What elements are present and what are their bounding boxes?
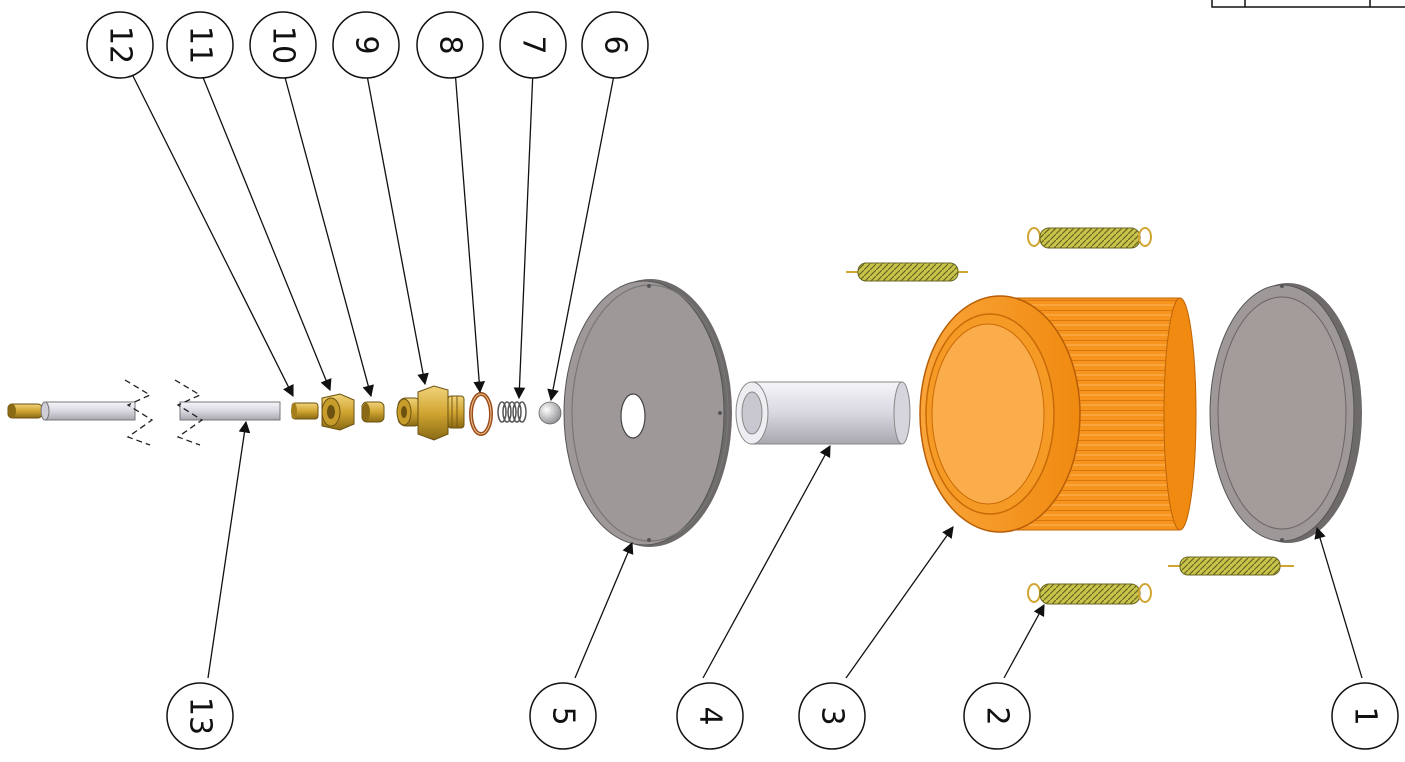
part-2-springs xyxy=(846,227,1294,605)
leader-12 xyxy=(129,69,294,398)
leader-7 xyxy=(513,69,534,400)
part-5-end-plate xyxy=(563,279,732,547)
spring-bottom-right xyxy=(1168,556,1294,576)
balloon-10: 10 xyxy=(249,11,317,79)
leader-8 xyxy=(454,69,486,394)
leader-6 xyxy=(547,69,616,402)
part-11-nut xyxy=(321,393,355,431)
balloon-3-label: 3 xyxy=(815,706,850,725)
part-13-tube xyxy=(7,379,281,446)
balloon-12-label: 12 xyxy=(103,26,138,64)
part-6-ball xyxy=(538,401,562,425)
balloon-3: 3 xyxy=(798,682,866,750)
balloon-6: 6 xyxy=(581,11,649,79)
balloon-2: 2 xyxy=(963,682,1031,750)
balloon-4-label: 4 xyxy=(693,706,728,725)
balloon-1-label: 1 xyxy=(1348,706,1383,725)
leader-2 xyxy=(1003,603,1045,679)
spring-top-right xyxy=(1027,227,1152,249)
balloon-5-label: 5 xyxy=(546,706,581,725)
balloons: 12 11 10 9 8 7 6 13 xyxy=(86,11,1399,750)
part-7-spring xyxy=(497,401,527,423)
leader-1 xyxy=(1314,526,1363,679)
balloon-9-label: 9 xyxy=(349,35,384,54)
balloon-2-label: 2 xyxy=(980,706,1015,725)
leader-10 xyxy=(282,69,374,398)
balloon-1: 1 xyxy=(1331,682,1399,750)
leader-13 xyxy=(207,420,251,679)
balloon-4: 4 xyxy=(676,682,744,750)
part-8-o-ring xyxy=(469,392,493,436)
part-12-sleeve xyxy=(291,402,319,420)
leader-11 xyxy=(199,69,332,392)
balloon-8-label: 8 xyxy=(433,35,468,54)
balloon-5: 5 xyxy=(529,682,597,750)
leader-3 xyxy=(845,526,954,679)
leader-5 xyxy=(574,541,634,679)
part-4-cylinder xyxy=(735,381,911,445)
balloon-11: 11 xyxy=(166,11,234,79)
balloon-9: 9 xyxy=(332,11,400,79)
balloon-13-label: 13 xyxy=(183,697,218,735)
balloon-7-label: 7 xyxy=(516,35,551,54)
balloon-12: 12 xyxy=(86,11,154,79)
balloon-10-label: 10 xyxy=(266,26,301,64)
part-9-valve-body xyxy=(396,385,465,441)
balloon-11-label: 11 xyxy=(183,26,218,64)
spring-top-left xyxy=(846,262,968,282)
leader-9 xyxy=(365,69,429,386)
part-3-filter-cartridge xyxy=(919,295,1197,533)
balloon-6-label: 6 xyxy=(598,35,633,54)
title-block-fragment xyxy=(1211,0,1405,8)
leader-4 xyxy=(702,444,831,679)
part-1-end-cover xyxy=(1209,283,1362,543)
balloon-8: 8 xyxy=(416,11,484,79)
balloon-7: 7 xyxy=(499,11,567,79)
part-10-ferrule xyxy=(361,401,385,423)
balloon-13: 13 xyxy=(166,682,234,750)
spring-bottom-left xyxy=(1027,583,1152,605)
leader-lines xyxy=(129,69,1363,679)
